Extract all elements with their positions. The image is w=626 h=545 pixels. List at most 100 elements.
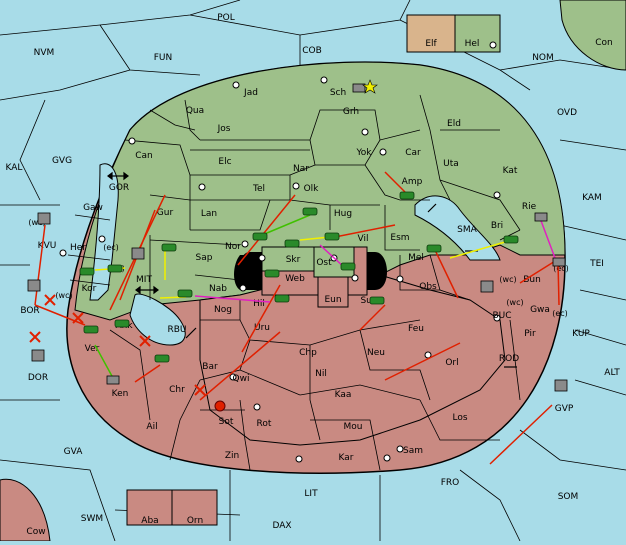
coast-ec-label: (ec) (103, 243, 119, 252)
sea-fro-label: FRO (441, 478, 460, 488)
land-ken-label: Ken (112, 389, 129, 399)
sea-sma-channel[interactable] (414, 195, 501, 261)
army-unit[interactable] (107, 264, 123, 273)
land-grh-label: Grh (343, 107, 359, 117)
coast-ec-label: (ec) (553, 264, 569, 273)
army-unit[interactable] (324, 232, 340, 241)
fleet-unit[interactable] (106, 375, 120, 385)
fleet-unit[interactable] (554, 379, 568, 392)
land-nab-label: Nab (209, 284, 227, 294)
army-unit[interactable] (161, 243, 177, 252)
sea-nvm-label: NVM (34, 48, 55, 58)
land-chr-label: Chr (169, 385, 185, 395)
land-chp-label: Chp (299, 348, 317, 358)
land-olk-label: Olk (304, 184, 320, 194)
sea-rbu-channel[interactable] (129, 293, 186, 346)
land-tel-label: Tel (252, 184, 265, 194)
fleet-unit[interactable] (534, 212, 548, 222)
army-unit[interactable] (264, 269, 280, 278)
land-web-label: Web (285, 274, 305, 284)
army-unit[interactable] (302, 207, 318, 216)
land-elc-label: Elc (218, 157, 231, 167)
sea-label-group: POL COB FUN NVM NOM OVD Con KAL GVG KAM … (6, 13, 621, 537)
army-unit[interactable] (177, 289, 193, 298)
army-unit[interactable] (426, 244, 442, 253)
land-yok-label: Yok (355, 148, 372, 158)
land-jos-label: Jos (217, 124, 231, 134)
sea-kup-label: KUP (572, 329, 590, 339)
land-kar-label: Kar (339, 453, 354, 463)
land-eun-label: Eun (324, 295, 341, 305)
land-pir-label: Pir (524, 329, 536, 339)
land-lan-label: Lan (201, 209, 217, 219)
army-unit[interactable] (284, 239, 300, 248)
land-mel-label: Mel (408, 253, 424, 263)
fleet-unit[interactable] (37, 212, 51, 225)
dislodged-icon (214, 400, 226, 412)
land-her-label: Her (70, 243, 86, 253)
army-unit[interactable] (503, 235, 519, 244)
army-unit[interactable] (274, 294, 290, 303)
coast-wc-label: (wc) (28, 218, 45, 227)
fleet-unit[interactable] (552, 257, 566, 267)
failed-order-marks (29, 294, 206, 396)
land-rie-label: Rie (522, 202, 537, 212)
fleet-unit[interactable] (352, 83, 366, 93)
star-icon (362, 79, 378, 94)
land-mou-label: Mou (344, 422, 363, 432)
impassable-right (367, 255, 377, 290)
land-qwi-label: Qwi (233, 374, 250, 384)
land-orl-label: Orl (445, 358, 458, 368)
sea-kvu-label: KVU (38, 241, 57, 251)
land-neu-label: Neu (367, 348, 385, 358)
sea-swm-label: SWM (81, 514, 103, 524)
land-hel-label: Hel (465, 39, 480, 49)
sea-lit-label: LIT (304, 489, 318, 499)
land-car-label: Car (405, 148, 421, 158)
army-unit[interactable] (252, 232, 268, 241)
army-unit[interactable] (154, 354, 170, 363)
army-unit[interactable] (399, 191, 415, 200)
land-zin-label: Zin (225, 451, 239, 461)
land-gwa-label: Gwa (530, 305, 550, 315)
land-eun[interactable] (317, 276, 349, 308)
land-ost-label: Ost (316, 258, 332, 268)
land-uta-label: Uta (443, 159, 459, 169)
army-unit[interactable] (79, 267, 95, 276)
land-ost[interactable] (313, 246, 355, 278)
fleet-unit[interactable] (480, 280, 494, 293)
land-ail-label: Ail (146, 422, 157, 432)
army-unit[interactable] (369, 296, 385, 305)
sea-som-label: SOM (558, 492, 579, 502)
sea-fun-label: FUN (154, 53, 173, 63)
land-bri-label: Bri (491, 221, 503, 231)
army-unit[interactable] (114, 319, 130, 328)
sea-ovd-label: OVD (557, 108, 577, 118)
land-nor-label: Nor (225, 242, 241, 252)
coast-wc-label: (wc) (55, 291, 72, 300)
fleet-unit[interactable] (131, 247, 145, 260)
sea-pol-label: POL (217, 13, 235, 23)
land-sap-label: Sap (196, 253, 213, 263)
sea-dor-label: DOR (28, 373, 48, 383)
fleet-unit[interactable] (27, 279, 41, 292)
land-jad-label: Jad (243, 88, 258, 98)
land-esm-label: Esm (390, 233, 409, 243)
army-unit[interactable] (83, 325, 99, 334)
land-uru-label: Uru (254, 323, 270, 333)
sea-alt-label: ALT (604, 368, 620, 378)
land-elf[interactable] (406, 14, 456, 53)
sea-rbu-label: RBU (167, 325, 186, 335)
army-unit[interactable] (340, 262, 356, 271)
land-aba[interactable] (126, 489, 173, 526)
fleet-units (27, 83, 568, 392)
sea-con-label: Con (595, 38, 613, 48)
land-sch-label: Sch (330, 88, 346, 98)
land-los-label: Los (452, 413, 467, 423)
land-orn[interactable] (171, 489, 218, 526)
land-kor-label: Kor (82, 284, 97, 294)
sea-tei-label: TEI (589, 259, 604, 269)
sea-gvg-label: GVG (52, 156, 72, 166)
fleet-unit[interactable] (31, 349, 45, 362)
